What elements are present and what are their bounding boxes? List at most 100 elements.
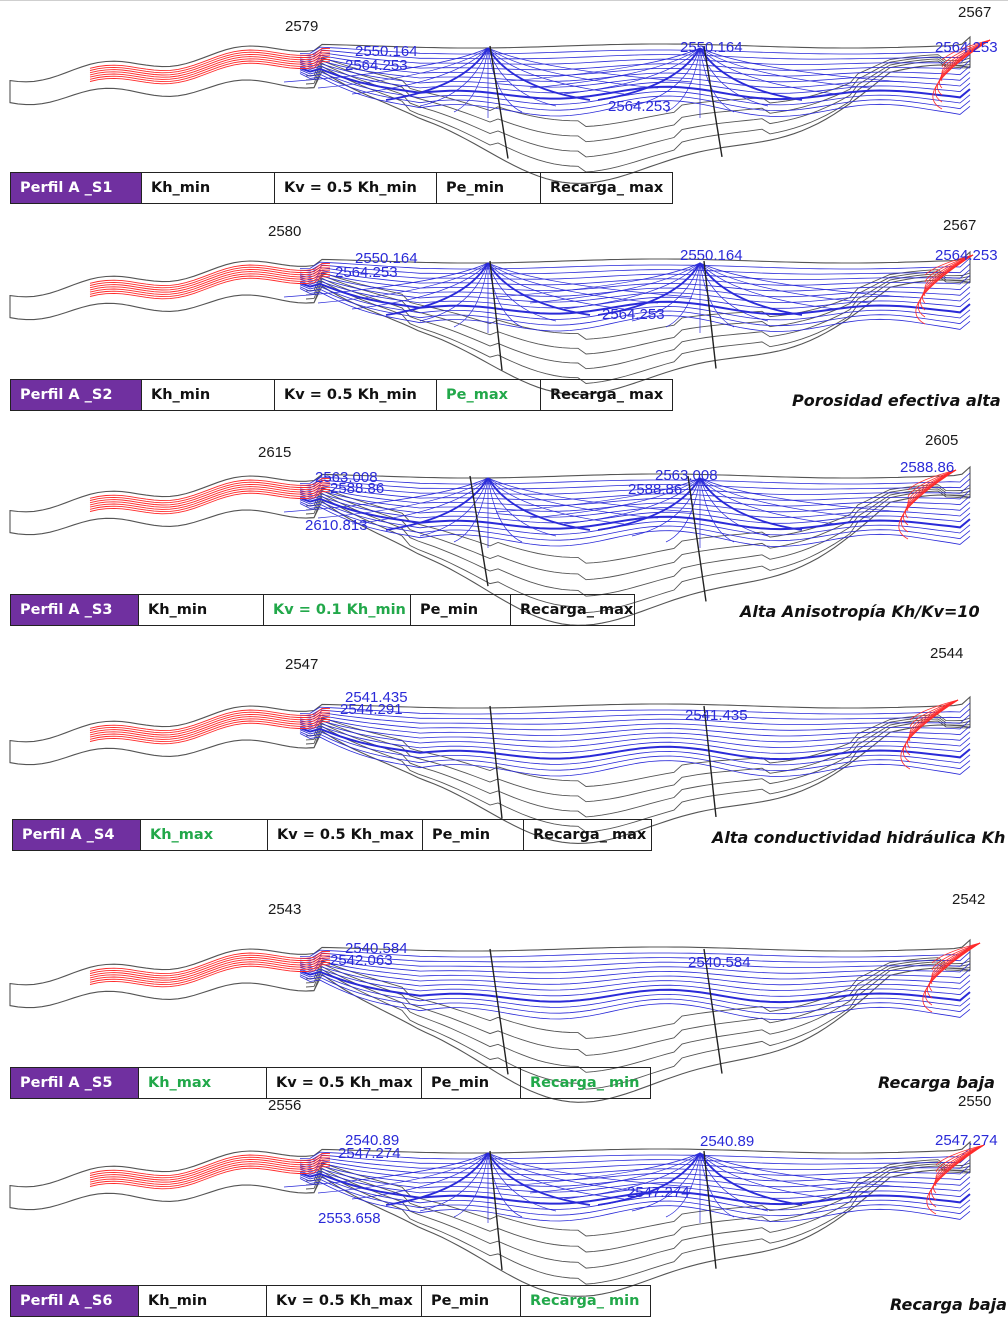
- head-contour: [299, 272, 971, 292]
- flow-line: [453, 47, 489, 113]
- head-contour-label: 2547.274: [338, 1145, 401, 1162]
- parameter-cell: Recarga_ max: [510, 595, 634, 625]
- section-divider: [489, 260, 503, 371]
- flow-line: [385, 477, 489, 531]
- flow-line: [419, 477, 489, 537]
- flow-line: [487, 1152, 659, 1194]
- flow-line: [317, 262, 489, 304]
- particle-pathline: [89, 56, 331, 80]
- flow-line: [699, 1152, 871, 1194]
- head-contour: [299, 1157, 971, 1170]
- head-contour: [299, 48, 971, 60]
- flow-line: [529, 47, 701, 89]
- elevation-left-label: 2556: [268, 1097, 302, 1114]
- particle-pathline: [924, 254, 974, 276]
- head-contour: [299, 1174, 971, 1211]
- flow-line: [495, 1152, 701, 1188]
- particle-pathline: [89, 953, 331, 977]
- flow-line: [699, 477, 837, 525]
- flow-line: [699, 1152, 837, 1200]
- particle-pathline: [915, 254, 974, 325]
- parameter-cell: Kh_max: [138, 1068, 266, 1098]
- flow-line: [453, 1152, 489, 1218]
- head-contour-label: 2550.164: [355, 43, 418, 60]
- head-contour: [299, 717, 971, 737]
- particle-pathline: [909, 699, 959, 721]
- head-contour: [299, 1165, 971, 1188]
- particle-pathline: [935, 1144, 985, 1173]
- head-contour: [299, 1178, 971, 1222]
- flow-line: [563, 1152, 701, 1200]
- parameter-cell: Kh_max: [140, 820, 267, 850]
- head-contour: [299, 972, 971, 1009]
- head-contour: [299, 493, 971, 519]
- elevation-right-label: 2550: [958, 1093, 992, 1110]
- flow-line: [597, 477, 701, 531]
- head-contour-label: 2564.253: [335, 264, 398, 281]
- head-contour: [299, 1147, 971, 1160]
- parameter-cell: Pe_min: [422, 820, 523, 850]
- flow-line: [487, 1152, 523, 1218]
- head-contour: [299, 490, 971, 513]
- flow-line: [699, 477, 769, 537]
- parameter-cell: Recarga_ min: [520, 1286, 650, 1316]
- flow-line: [283, 47, 489, 83]
- flow-line: [487, 47, 523, 113]
- head-contour-label: 2541.435: [345, 689, 408, 706]
- particle-pathline: [89, 1155, 331, 1179]
- head-contour-label: 2550.164: [680, 39, 743, 56]
- particle-pathline: [89, 50, 331, 74]
- flow-line: [487, 477, 523, 543]
- flow-line: [563, 47, 701, 95]
- head-contour-label: 2564.253: [935, 39, 998, 56]
- layer-boundary: [305, 720, 971, 833]
- head-contour: [299, 970, 971, 1004]
- head-contour: [299, 63, 971, 89]
- head-contour: [299, 714, 971, 731]
- flow-line: [699, 262, 837, 310]
- section-divider: [489, 948, 509, 1075]
- particle-pathline: [89, 718, 331, 743]
- flow-line: [487, 262, 625, 310]
- model-outline: [9, 465, 971, 626]
- particle-pathline: [89, 477, 331, 502]
- flow-line: [487, 477, 693, 513]
- layer-boundary: [305, 1163, 971, 1269]
- particle-pathline: [931, 942, 981, 964]
- layer-boundary: [305, 718, 971, 818]
- parameter-cell: Pe_max: [436, 380, 540, 410]
- head-contour: [299, 499, 971, 536]
- head-contour-label: 2542.063: [330, 952, 393, 969]
- flow-line: [351, 47, 489, 95]
- particle-pathline: [924, 254, 974, 283]
- elevation-right-label: 2542: [952, 891, 986, 908]
- parameter-cell: Kh_min: [141, 380, 274, 410]
- head-contour: [299, 482, 971, 495]
- head-contour-label: 2547.274: [935, 1132, 998, 1149]
- flow-line: [385, 262, 489, 316]
- head-contour-label: 2564.253: [602, 306, 665, 323]
- layer-boundary: [305, 1165, 971, 1285]
- section-divider: [703, 260, 717, 369]
- head-contour: [299, 974, 971, 1015]
- flow-line: [495, 262, 701, 298]
- head-contour: [299, 957, 971, 974]
- particle-pathline: [89, 488, 331, 513]
- layer-boundary: [305, 1161, 971, 1253]
- flow-line: [385, 47, 489, 101]
- flow-line: [529, 262, 701, 304]
- particle-pathline: [907, 469, 957, 498]
- head-contour: [299, 702, 971, 715]
- scenario-note: Alta Anisotropía Kh/Kv=10: [740, 602, 980, 621]
- flow-line: [665, 47, 701, 113]
- parameter-cell: Kv = 0.5 Kh_max: [266, 1068, 421, 1098]
- head-contour-label: 2563.008: [315, 469, 378, 486]
- head-contour: [299, 257, 971, 270]
- head-contour: [299, 501, 971, 542]
